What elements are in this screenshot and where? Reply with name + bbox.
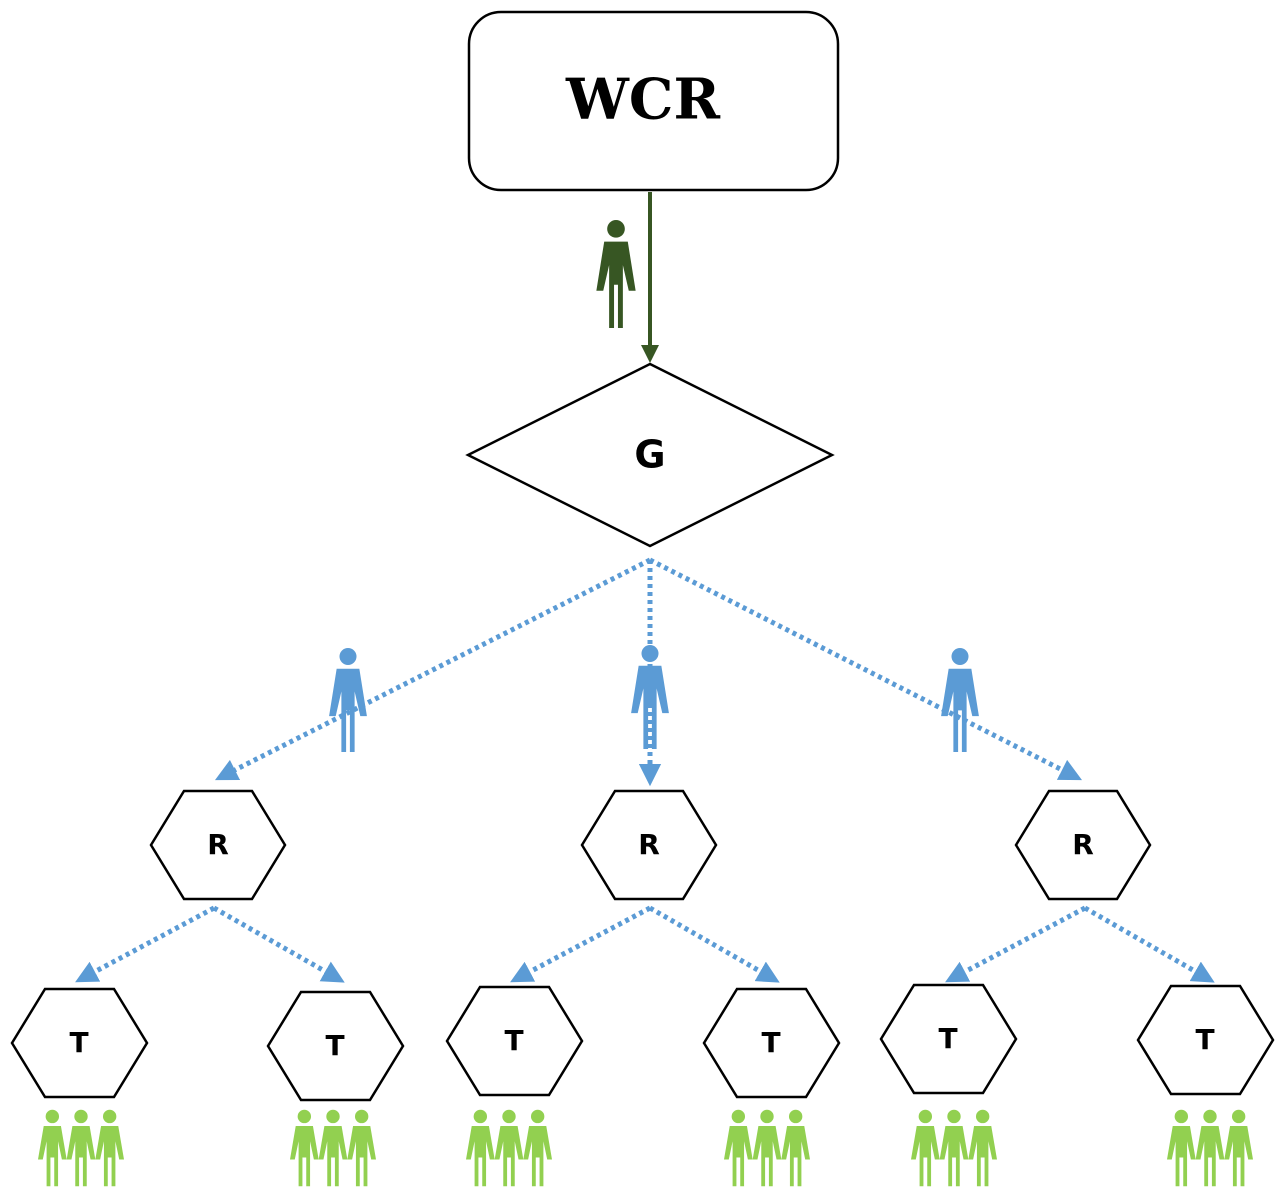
r-label-2: R <box>638 828 660 861</box>
t-node-1: T <box>10 987 149 1099</box>
people-group-icon-3 <box>466 1109 552 1187</box>
t-label-6: T <box>1195 1023 1214 1056</box>
t-label-2: T <box>325 1029 344 1062</box>
g-node: G <box>465 362 835 548</box>
r3-to-t6-arrow <box>1083 905 1215 983</box>
r-label-1: R <box>207 828 229 861</box>
g-label: G <box>634 433 665 477</box>
r-node-1: R <box>149 789 287 901</box>
blue-person-icon-1 <box>329 648 367 752</box>
r2-to-t4-arrow <box>648 905 780 983</box>
people-group-icon-5 <box>911 1109 997 1187</box>
people-group-icon-6 <box>1167 1109 1253 1187</box>
t-node-5: T <box>879 983 1018 1095</box>
r-label-3: R <box>1072 828 1094 861</box>
people-group-icon-1 <box>38 1109 124 1187</box>
t-label-1: T <box>69 1026 88 1059</box>
t-node-3: T <box>445 985 584 1097</box>
people-group-icon-4 <box>724 1109 810 1187</box>
wcr-node: WCR <box>467 10 840 192</box>
t-node-2: T <box>266 990 405 1102</box>
r1-to-t2-arrow <box>212 905 345 983</box>
r-node-3: R <box>1014 789 1152 901</box>
r2-to-t3-arrow <box>510 905 652 983</box>
g-to-r1-arrow <box>214 557 652 781</box>
r3-to-t5-arrow <box>945 905 1087 983</box>
t-node-4: T <box>702 987 841 1099</box>
r1-to-t1-arrow <box>75 905 216 983</box>
blue-person-icon-3 <box>941 648 979 752</box>
t-label-5: T <box>938 1022 957 1055</box>
t-label-4: T <box>761 1026 780 1059</box>
connectors <box>75 192 1215 983</box>
r-node-2: R <box>580 789 718 901</box>
t-node-6: T <box>1136 984 1275 1096</box>
people-group-icon-2 <box>290 1109 376 1187</box>
g-to-r3-arrow <box>648 557 1083 781</box>
blue-person-icon-2 <box>631 645 669 749</box>
t-label-3: T <box>504 1024 523 1057</box>
wcr-label: WCR <box>565 67 720 133</box>
dark-green-person-icon <box>596 220 636 328</box>
